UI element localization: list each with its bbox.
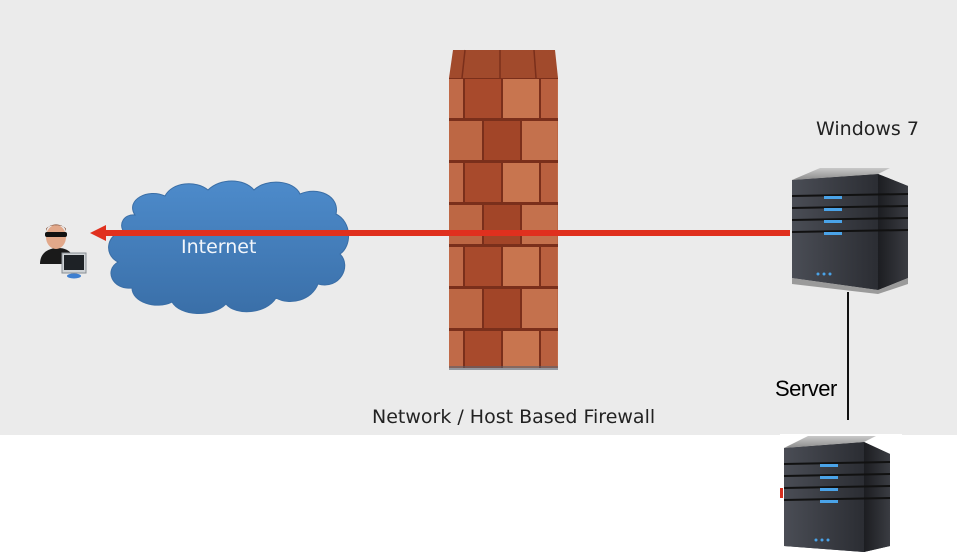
server-label: Server: [775, 376, 837, 401]
brick-wall-icon: [449, 78, 558, 368]
firewall-wall: [449, 49, 558, 370]
red-mark: [780, 488, 783, 498]
firewall-label: Network / Host Based Firewall: [372, 406, 656, 428]
windows7-label: Windows 7: [816, 118, 919, 140]
outbound-connection-arrow: [90, 225, 790, 241]
hacker-with-computer-icon: [40, 224, 87, 279]
cloud-icon: [108, 180, 349, 315]
server-icon: [780, 434, 902, 553]
internet-cloud: [108, 180, 349, 315]
internet-label: Internet: [181, 236, 257, 258]
brick-wall-top: [449, 50, 558, 78]
windows7-server-icon: [791, 168, 909, 294]
